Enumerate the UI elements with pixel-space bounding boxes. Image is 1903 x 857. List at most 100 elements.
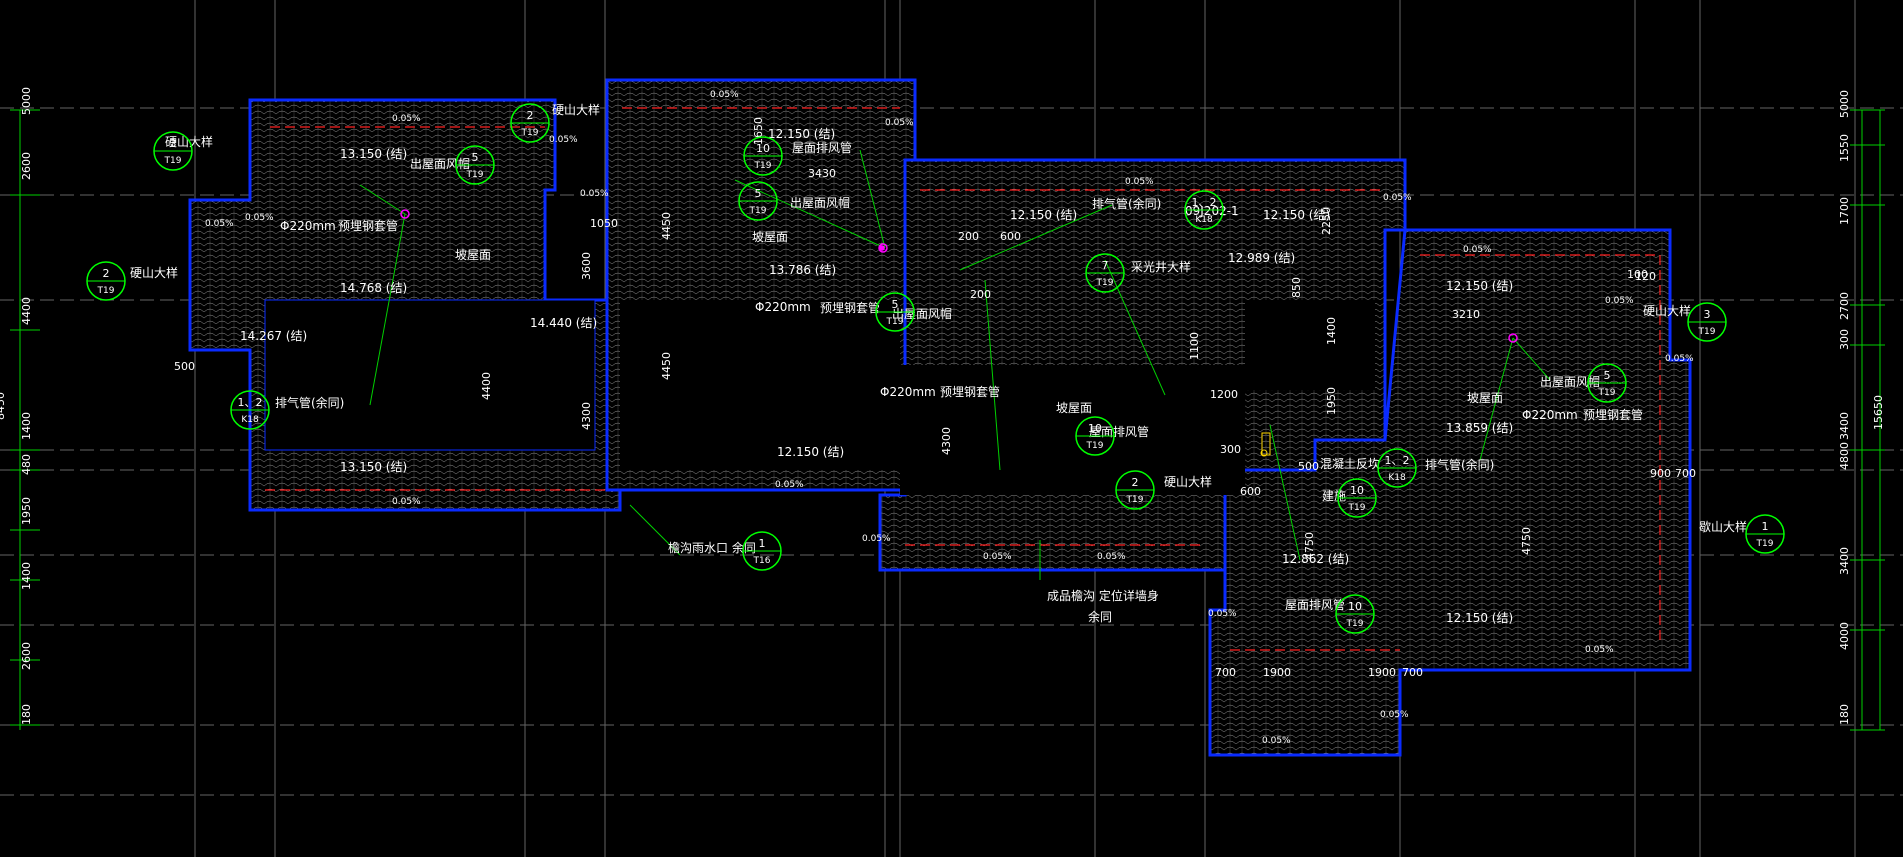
elevation-label-14: 12.862 (结) xyxy=(1282,552,1349,566)
callout-number: 1、2 xyxy=(238,396,263,409)
callout-sheet: T16 xyxy=(753,556,771,566)
annotation-label-23: Φ220mm xyxy=(880,385,936,399)
callout-sheet: T19 xyxy=(1346,619,1364,629)
right-dimension-0: 5000 xyxy=(1838,90,1851,118)
left-dimension-4: 480 xyxy=(20,454,33,475)
slope-label-3: 0.05% xyxy=(885,118,914,128)
right-dimension-2: 1700 xyxy=(1838,197,1851,225)
elevation-label-4: 13.150 (结) xyxy=(340,460,407,474)
vertical-dimension-0: 1650 xyxy=(752,117,765,145)
leader-line xyxy=(734,179,886,249)
callout-number: 7 xyxy=(1102,259,1109,272)
callout-number: 5 xyxy=(472,151,479,164)
vertical-dimension-1: 4450 xyxy=(660,212,673,240)
slope-label-8: 0.05% xyxy=(1665,354,1694,364)
callout-sheet: T19 xyxy=(1126,495,1144,505)
left-dimension-5: 1950 xyxy=(20,497,33,525)
right-dimension-5: 3400 xyxy=(1838,412,1851,440)
vertical-dimension-12: 850 xyxy=(1290,277,1303,298)
annotation-label-29: 混凝土反坎 xyxy=(1320,456,1380,471)
callout-number: 1、2 xyxy=(1385,454,1410,467)
annotation-label-34: 建施 xyxy=(1322,489,1346,503)
horizontal-dimension-4: 3210 xyxy=(1452,308,1480,321)
vertical-dimension-8: 1950 xyxy=(1325,387,1338,415)
elevation-label-2: 14.267 (结) xyxy=(240,329,307,343)
elevation-label-1: 14.768 (结) xyxy=(340,281,407,295)
horizontal-dimension-14: 120 xyxy=(1635,270,1656,283)
elevation-label-13: 12.150 (结) xyxy=(1446,611,1513,625)
callout-number: 5 xyxy=(1604,369,1611,382)
vertical-dimensions: 1650445044504300440036004300225019504750… xyxy=(480,117,1533,560)
callout-sheet: K18 xyxy=(241,415,259,425)
annotation-label-18: 预埋钢套管 xyxy=(820,300,880,315)
horizontal-dimension-9: 1050 xyxy=(590,217,618,230)
left-dimension-1: 2600 xyxy=(20,152,33,180)
vent-markers xyxy=(400,209,1518,343)
elevation-label-0: 13.150 (结) xyxy=(340,147,407,161)
eave-lines xyxy=(265,107,1661,651)
vertical-dimension-13: 1100 xyxy=(1188,332,1201,360)
leader-line xyxy=(859,149,886,249)
annotation-label-8: 坡屋面 xyxy=(1056,401,1092,415)
callout-sheet: K18 xyxy=(1195,215,1213,225)
horizontal-dimension-1: 1900 xyxy=(1263,666,1291,679)
horizontal-dimension-10: 3430 xyxy=(808,167,836,180)
callout-sheet: T19 xyxy=(466,170,484,180)
annotation-label-28: 采光井大样 xyxy=(1131,259,1191,274)
horizontal-dimension-15: 500 xyxy=(1298,460,1319,473)
leader-line xyxy=(369,213,406,406)
callout-sheet: T19 xyxy=(1698,327,1716,337)
annotation-label-1: 硬山大样 xyxy=(130,265,178,280)
annotation-label-2: 硬山大样 xyxy=(552,102,600,117)
callout-number: 2 xyxy=(527,109,534,122)
elevation-label-10: 12.989 (结) xyxy=(1228,251,1295,265)
left-dimension-8: 180 xyxy=(20,704,33,725)
horizontal-dimension-3: 700 xyxy=(1402,666,1423,679)
roof-area-east xyxy=(1208,228,1692,757)
callout-sheet: T19 xyxy=(97,286,115,296)
horizontal-dimension-8: 500 xyxy=(174,360,195,373)
horizontal-dimension-12: 700 xyxy=(1675,467,1696,480)
horizontal-dimension-5: 1200 xyxy=(1210,388,1238,401)
annotation-label-21: Φ220mm xyxy=(280,219,336,233)
right-dimension-6: 4800 xyxy=(1838,442,1851,470)
dimension-lines xyxy=(10,109,1885,731)
slope-label-11: 0.05% xyxy=(580,189,609,199)
elevation-labels: 13.150 (结) 14.768 (结) 14.267 (结) 14.440 (结)… xyxy=(240,127,1513,625)
annotation-label-6: 坡屋面 xyxy=(455,248,491,262)
leader-line xyxy=(1479,337,1514,461)
horizontal-dimension-16: 600 xyxy=(1240,485,1261,498)
annotation-label-10: 出屋面风帽 xyxy=(410,156,470,171)
callout-sheet: T19 xyxy=(886,317,904,327)
horizontal-dimension-0: 700 xyxy=(1215,666,1236,679)
slope-label-5: 0.05% xyxy=(1383,193,1412,203)
callout-number: 5 xyxy=(755,187,762,200)
annotation-label-32: 檐沟雨水口 余同 xyxy=(668,540,756,555)
callout-number: 1 xyxy=(1762,520,1769,533)
elevation-label-7: 13.786 (结) xyxy=(769,263,836,277)
elevation-label-11: 13.859 (结) xyxy=(1446,421,1513,435)
left-total-dimension: 8450 xyxy=(0,392,7,420)
leader-line xyxy=(1269,424,1301,561)
slope-label-13: 0.05% xyxy=(775,480,804,490)
annotation-label-17: 预埋钢套管 xyxy=(338,218,398,233)
slope-label-18: 0.05% xyxy=(1262,736,1291,746)
callout-number: 2 xyxy=(103,267,110,280)
elevation-label-3: 14.440 (结) xyxy=(530,316,597,330)
callout-number: 1 xyxy=(759,537,766,550)
slope-label-4: 0.05% xyxy=(1125,177,1154,187)
annotation-label-11: 出屋面风帽 xyxy=(790,195,850,210)
vertical-dimension-6: 4300 xyxy=(580,402,593,430)
right-dimension-9: 180 xyxy=(1838,704,1851,725)
callout-number: 2 xyxy=(1132,476,1139,489)
